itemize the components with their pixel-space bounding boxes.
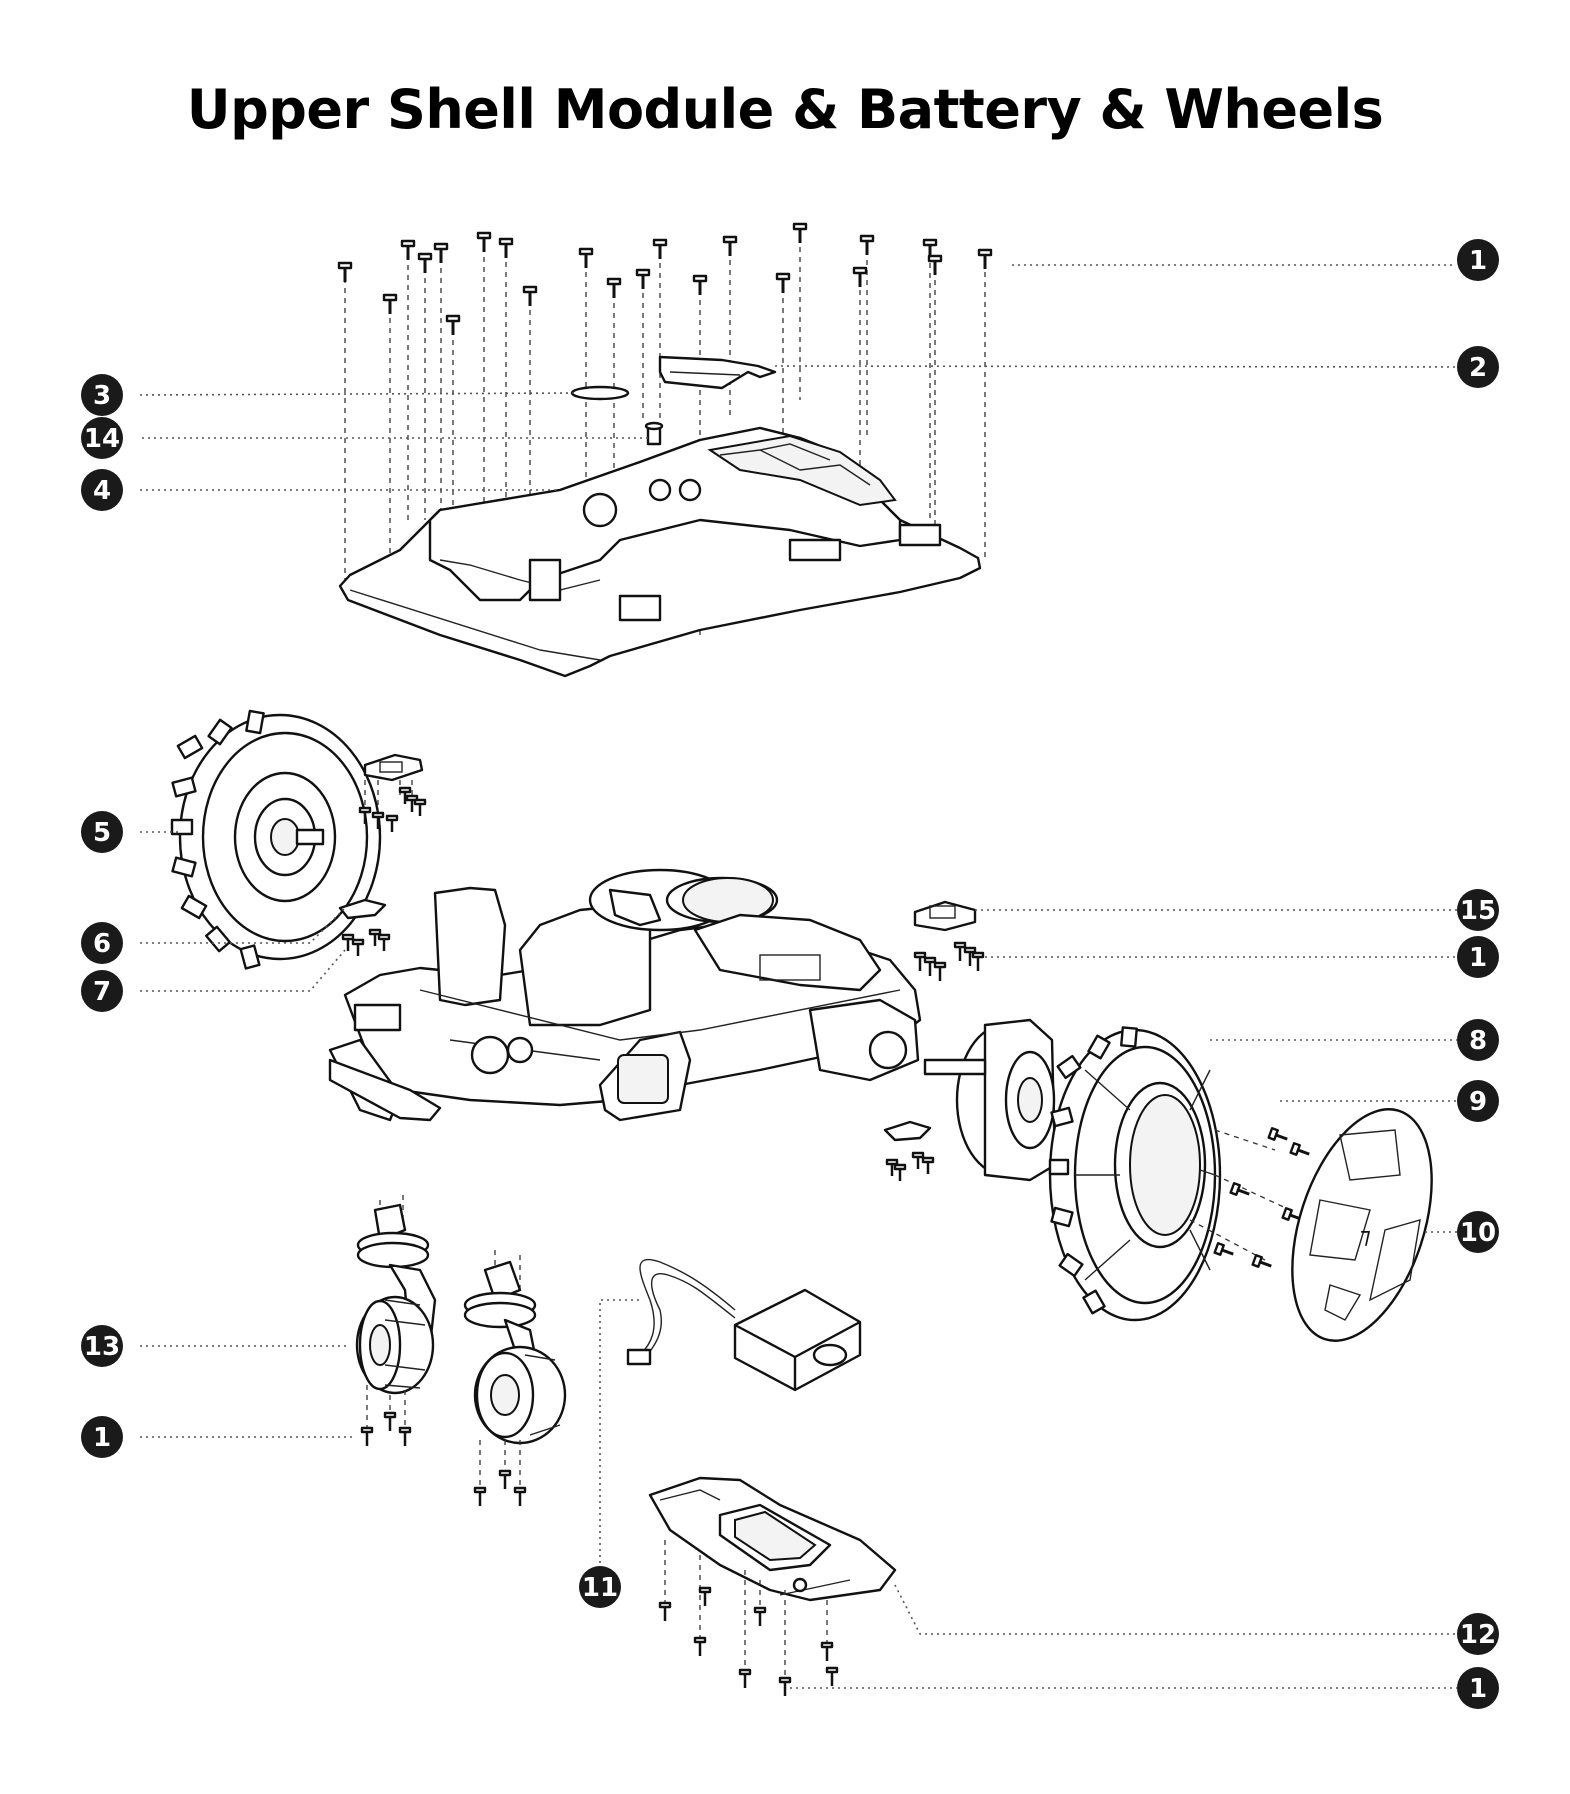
callout-6: 6	[81, 922, 123, 964]
svg-text:9: 9	[1469, 1087, 1487, 1117]
svg-text:11: 11	[582, 1573, 618, 1603]
screw-set-top	[337, 222, 993, 335]
svg-text:7: 7	[93, 977, 111, 1007]
callout-8: 8	[1457, 1019, 1499, 1061]
svg-text:15: 15	[1460, 896, 1496, 926]
svg-text:1: 1	[93, 1423, 111, 1453]
svg-text:1: 1	[1469, 1674, 1487, 1704]
callout-4: 4	[81, 469, 123, 511]
svg-text:14: 14	[84, 424, 120, 454]
svg-text:6: 6	[93, 929, 111, 959]
top-cover	[658, 355, 777, 390]
left-bracket-screws	[358, 780, 427, 832]
right-drive-wheel	[1048, 1026, 1222, 1322]
svg-text:1: 1	[1469, 246, 1487, 276]
wheel-screws	[1189, 1127, 1310, 1268]
left-motor-bracket	[363, 753, 424, 782]
callout-2: 2	[1457, 346, 1499, 388]
svg-text:13: 13	[84, 1332, 120, 1362]
svg-text:4: 4	[93, 476, 111, 506]
lower-motor-bracket	[883, 1120, 932, 1142]
svg-text:2: 2	[1469, 353, 1487, 383]
callout-1-mid: 1	[1457, 936, 1499, 978]
drive-motor	[923, 1018, 1057, 1182]
upper-shell	[338, 426, 982, 678]
page-title: Upper Shell Module & Battery & Wheels	[186, 78, 1384, 141]
caster-wheel-right	[463, 1250, 567, 1490]
right-motor-bracket	[913, 900, 977, 932]
lower-bracket-screws	[885, 1151, 935, 1181]
svg-text:10: 10	[1460, 1218, 1496, 1248]
svg-text:1: 1	[1469, 943, 1487, 973]
battery-cover-screws	[658, 1540, 839, 1696]
callout-7: 7	[81, 970, 123, 1012]
left-drive-wheel	[170, 709, 382, 970]
svg-text:⁊: ⁊	[1360, 1224, 1371, 1249]
caster-screws-right	[473, 1469, 527, 1506]
small-bracket	[338, 898, 387, 920]
callout-10: 10	[1457, 1211, 1499, 1253]
upper-shell-group	[337, 222, 993, 678]
seal-ring	[570, 385, 630, 401]
svg-text:8: 8	[1469, 1026, 1487, 1056]
small-bracket-screws	[341, 928, 391, 956]
callouts: 1 2 3 14 4 5 6 7 15 1 8 9 10 13 1 11 12 …	[81, 239, 1499, 1709]
callout-13: 13	[81, 1325, 123, 1367]
caster-screws-left	[360, 1411, 412, 1446]
callout-1-left: 1	[81, 1416, 123, 1458]
post	[644, 421, 664, 446]
svg-text:12: 12	[1460, 1620, 1496, 1650]
drive-assembly-group: ⁊	[170, 709, 1433, 1342]
callout-12: 12	[1457, 1613, 1499, 1655]
callout-1-top: 1	[1457, 239, 1499, 281]
callout-14: 14	[81, 417, 123, 459]
svg-text:5: 5	[93, 818, 111, 848]
leader-lines	[139, 264, 1458, 1689]
battery	[626, 1259, 862, 1392]
hub-cap: ⁊	[1291, 1108, 1433, 1342]
callout-3: 3	[81, 374, 123, 416]
callout-15: 15	[1457, 889, 1499, 931]
right-bracket-screws	[913, 941, 985, 981]
battery-cover	[648, 1476, 897, 1602]
lower-group	[355, 1195, 897, 1696]
svg-text:3: 3	[93, 381, 111, 411]
callout-9: 9	[1457, 1080, 1499, 1122]
caster-wheel-left	[355, 1195, 437, 1430]
chassis-body	[328, 868, 922, 1122]
callout-11: 11	[579, 1566, 621, 1608]
callout-1-bottom: 1	[1457, 1667, 1499, 1709]
callout-5: 5	[81, 811, 123, 853]
